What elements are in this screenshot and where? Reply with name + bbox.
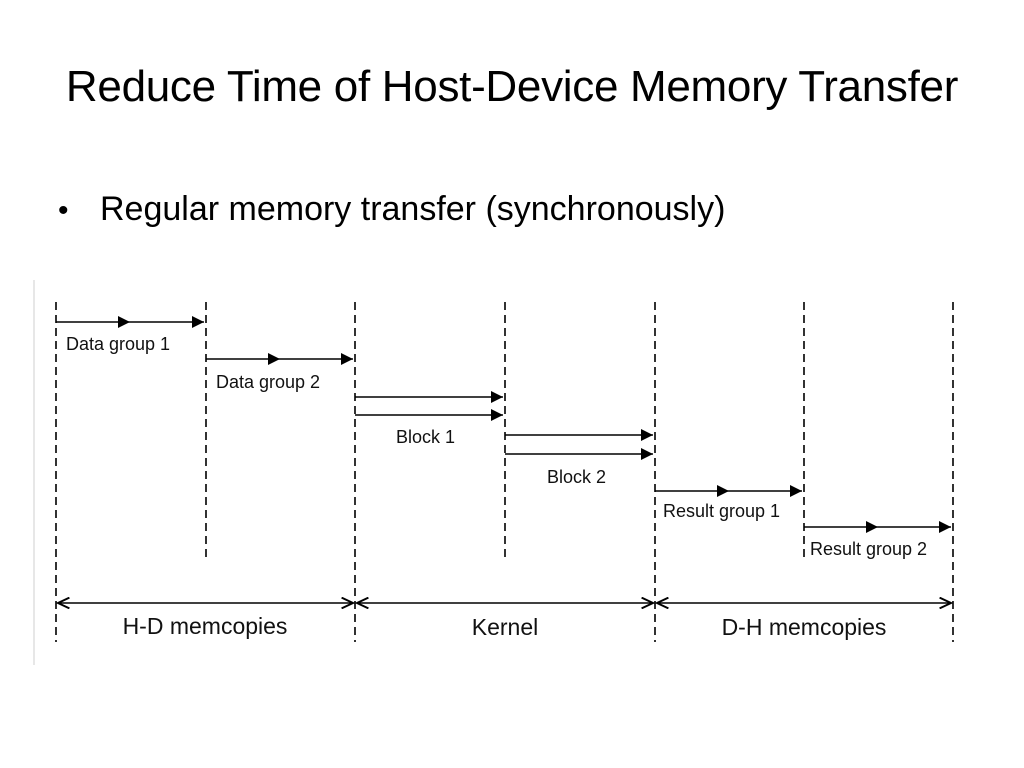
slide-title: Reduce Time of Host-Device Memory Transf…	[65, 62, 959, 111]
transfer-label: Result group 2	[810, 539, 927, 559]
transfer-label: Result group 1	[663, 501, 780, 521]
bullet-text: Regular memory transfer (synchronously)	[100, 190, 726, 228]
bullet-item: • Regular memory transfer (synchronously…	[58, 190, 725, 229]
transfer-label: Data group 2	[216, 372, 320, 392]
phase-label: Kernel	[472, 614, 538, 640]
phase-label: D-H memcopies	[722, 614, 887, 640]
block-1-arrow	[355, 391, 503, 421]
block-2-arrow	[505, 429, 653, 460]
bullet-dot-icon: •	[58, 194, 69, 227]
transfer-label: Block 1	[396, 427, 455, 447]
transfer-label: Block 2	[547, 467, 606, 487]
phase-label: H-D memcopies	[123, 613, 288, 639]
transfer-label: Data group 1	[66, 334, 170, 354]
timeline-diagram: Data group 1 Data group 2 Block 1 Block …	[33, 280, 968, 668]
